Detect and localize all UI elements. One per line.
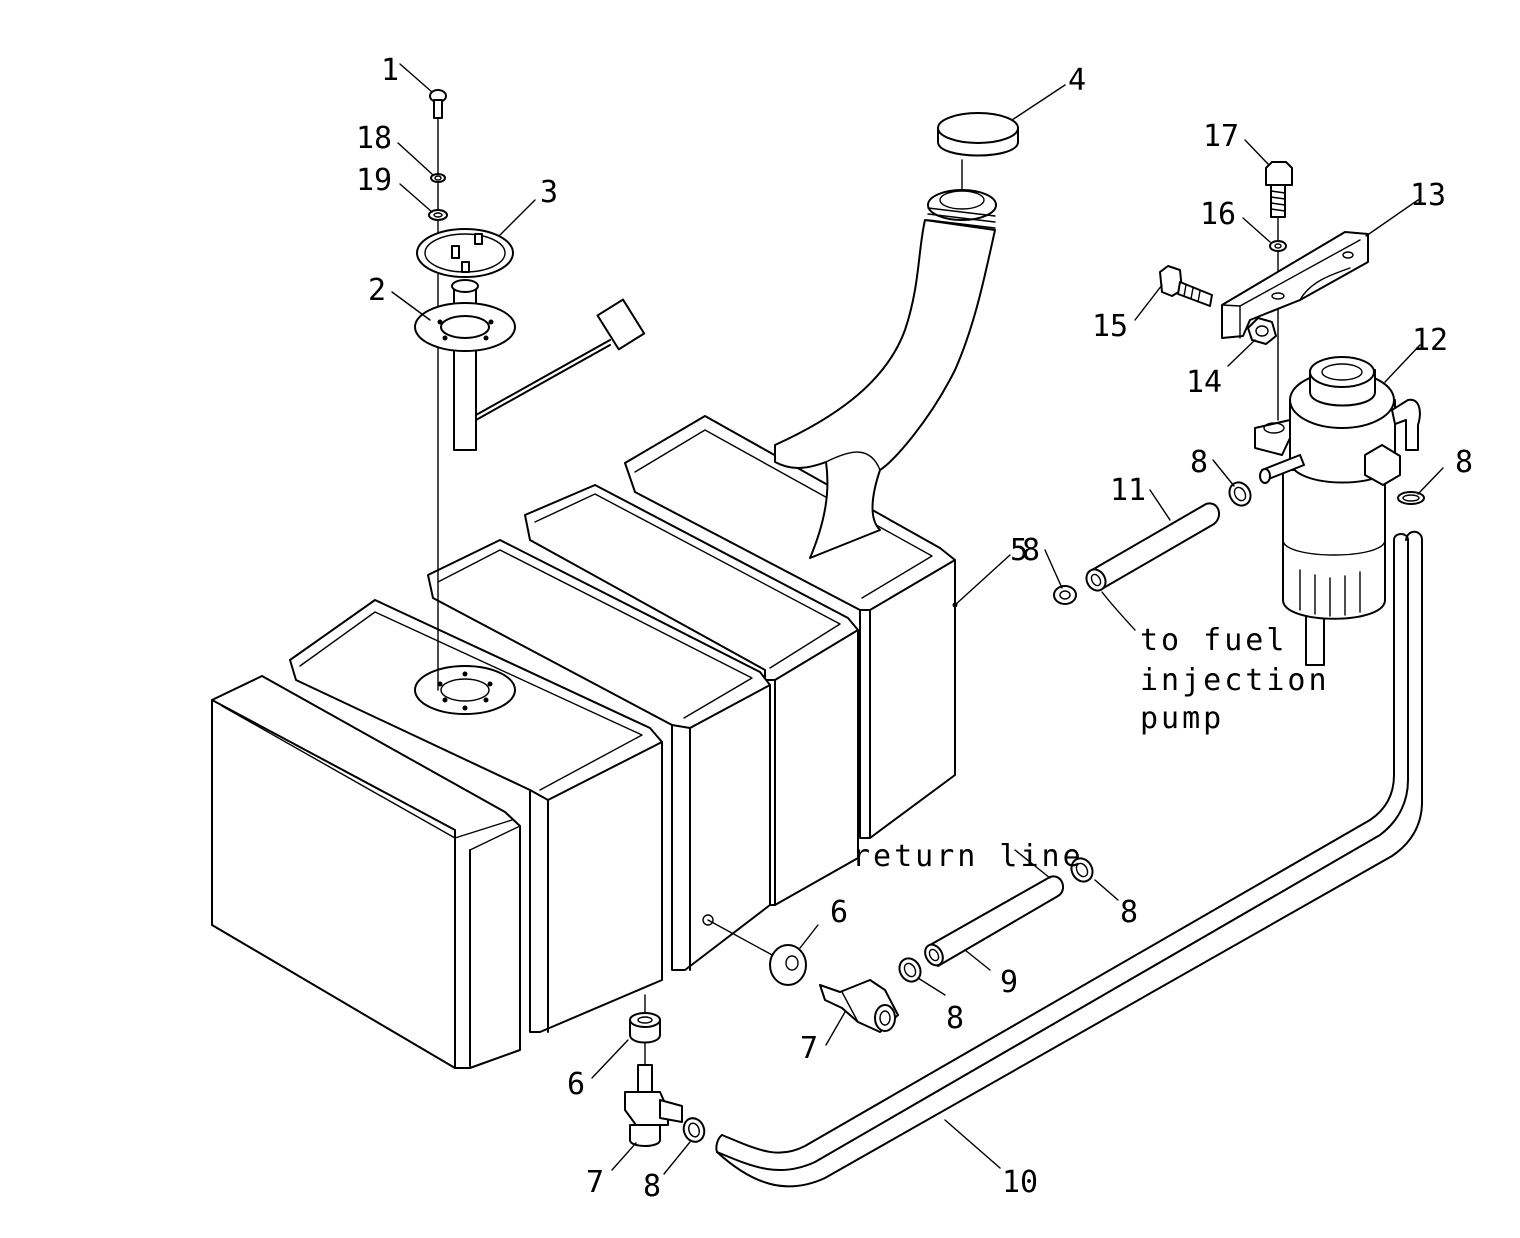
note-pump: pump — [1140, 701, 1224, 736]
callout-1: 1 — [381, 53, 399, 88]
clamp-8-return-lower — [898, 957, 922, 983]
callout-8-bottom: 8 — [643, 1169, 661, 1204]
washer-19 — [428, 209, 448, 221]
grommet-6-side — [769, 944, 807, 986]
fuel-gauge-sender — [414, 89, 646, 691]
callout-16: 16 — [1200, 197, 1236, 232]
callout-8-filter-outlet: 8 — [1455, 445, 1473, 480]
annotations: to fuel injection pump return line — [852, 623, 1330, 874]
filler-thread — [927, 189, 997, 229]
callout-12: 12 — [1412, 323, 1448, 358]
callout-6-side: 6 — [830, 895, 848, 930]
callout-8-return-upper: 8 — [1120, 895, 1138, 930]
lock-washer-18 — [430, 173, 446, 183]
nut-14 — [1247, 317, 1277, 345]
fuel-cap-4 — [937, 112, 1019, 191]
side-fittings — [707, 919, 899, 1033]
clamp-8-upper-right — [1397, 491, 1425, 505]
bolt-15 — [1159, 265, 1213, 307]
callout-8-filter-inlet: 8 — [1190, 445, 1208, 480]
callout-13: 13 — [1410, 178, 1446, 213]
note-return-line: return line — [852, 839, 1084, 874]
filter-12 — [1254, 356, 1421, 666]
hose-11 — [1085, 502, 1221, 592]
callout-14: 14 — [1186, 365, 1222, 400]
note-injection: injection — [1140, 663, 1330, 698]
return-line-hose — [898, 857, 1094, 983]
tank-section-mid-rear — [524, 484, 859, 906]
callout-10: 10 — [1002, 1165, 1038, 1200]
grommet-6-bottom — [629, 1012, 661, 1044]
callout-15: 15 — [1092, 309, 1128, 344]
callout-6-bottom: 6 — [567, 1067, 585, 1102]
callout-3: 3 — [540, 175, 558, 210]
leader-lines — [391, 63, 1444, 1175]
bracket-13 — [1221, 231, 1369, 339]
tee-fitting-7-bottom — [624, 1064, 683, 1147]
filler-neck — [774, 189, 997, 559]
tank-section-front — [211, 675, 521, 1069]
clamp-5 — [1053, 585, 1077, 605]
tank-section-front-mid — [289, 599, 663, 1033]
clamp-8-bottom — [682, 1117, 706, 1143]
callout-18: 18 — [356, 121, 392, 156]
callout-7-bottom: 7 — [586, 1165, 604, 1200]
callout-7-side: 7 — [800, 1031, 818, 1066]
tee-fitting-7-side — [819, 979, 899, 1033]
callout-labels: 1 18 19 3 2 4 17 16 13 15 14 12 8 8 11 5… — [356, 53, 1473, 1204]
callout-5: 5 — [1010, 533, 1028, 568]
gasket-2 — [414, 302, 516, 352]
fuel-line-10 — [715, 530, 1423, 1188]
fuel-filter-assembly — [1159, 161, 1421, 666]
supply-line — [1053, 481, 1425, 605]
screw-1 — [429, 89, 447, 119]
callout-19: 19 — [356, 163, 392, 198]
sender-mounting-hole — [414, 665, 516, 715]
bottom-fittings — [624, 994, 706, 1147]
callout-8-supply: 8 — [1022, 533, 1040, 568]
clamp-8-return-upper — [1070, 857, 1094, 883]
callout-8-return-lower: 8 — [946, 1001, 964, 1036]
callout-2: 2 — [368, 273, 386, 308]
callout-9: 9 — [1000, 965, 1018, 1000]
bolt-17 — [1265, 161, 1293, 218]
note-to-fuel: to fuel — [1140, 623, 1287, 658]
tank-section-mid — [427, 539, 771, 971]
clamp-8-upper-left — [1228, 481, 1252, 507]
callout-17: 17 — [1203, 119, 1239, 154]
fuel-tank — [211, 189, 997, 1069]
hose-9 — [924, 875, 1065, 967]
callout-11: 11 — [1110, 473, 1146, 508]
washer-16 — [1269, 240, 1287, 252]
callout-4: 4 — [1068, 63, 1086, 98]
